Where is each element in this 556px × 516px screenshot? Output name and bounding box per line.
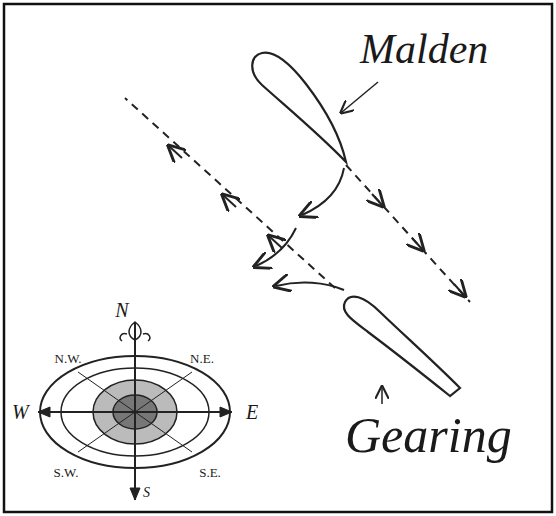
ship-name: Gearing [345, 410, 512, 460]
compass-point: W [12, 402, 29, 422]
ship-name: Malden [360, 28, 488, 70]
compass-point: S.W. [54, 466, 79, 479]
ship-hull [344, 297, 460, 396]
compass-rose [38, 322, 232, 500]
compass-point: E [246, 402, 258, 422]
compass-point: S [142, 486, 151, 500]
compass-point: N [115, 300, 128, 320]
compass-point: S.E. [199, 466, 221, 479]
compass-point: N.E. [190, 352, 214, 365]
ship-hull [252, 53, 346, 162]
compass-point: N.W. [55, 352, 82, 365]
